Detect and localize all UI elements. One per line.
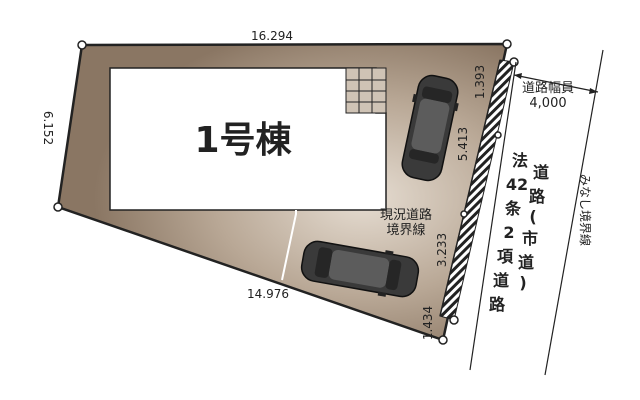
dim-right-top: 1.393: [473, 65, 487, 99]
road-char: 道: [533, 163, 549, 182]
road-char: 法: [512, 151, 528, 170]
road-char: ): [519, 273, 526, 292]
dim-right-lower: 3.233: [435, 233, 449, 267]
road-lines: [469, 49, 604, 376]
road-name-col2: 道 路 ( 市 道 ): [518, 163, 549, 292]
road-char: 42: [506, 175, 528, 194]
road-char: 市: [522, 229, 538, 248]
building-label: 1号棟: [194, 120, 292, 161]
road-char: 路: [489, 295, 506, 314]
road-width-indicator: [513, 73, 599, 94]
parked-car-2: [300, 240, 420, 298]
road-char: 項: [497, 247, 514, 266]
road-width-label-2: 4,000: [529, 96, 566, 111]
road-char: (: [529, 207, 536, 226]
road-name-col1: 法 42 条 2 項 道 路: [489, 151, 528, 314]
road-char: 条: [504, 199, 522, 218]
dim-top: 16.294: [251, 29, 293, 43]
parked-car-1: [401, 74, 459, 182]
deemed-boundary-label: みなし境界線: [578, 174, 593, 246]
dim-right-mid: 5.413: [456, 127, 470, 161]
road-char: 道: [518, 253, 534, 272]
road-char: 道: [493, 271, 509, 290]
corner-points: [53, 39, 519, 345]
current-boundary-line: [439, 59, 501, 317]
road-char: 2: [503, 223, 514, 242]
dim-right-bottom: 1.434: [421, 306, 435, 340]
entrance-steps: [345, 67, 387, 114]
dim-bottom: 14.976: [247, 287, 289, 301]
fence-line: [281, 210, 297, 281]
road-width-label-1: 道路幅員: [522, 80, 574, 96]
current-boundary-label-2: 境界線: [386, 222, 425, 238]
dim-left: 6.152: [41, 111, 55, 145]
current-boundary-label-1: 現況道路: [380, 207, 432, 223]
road-char: 路: [529, 187, 546, 206]
